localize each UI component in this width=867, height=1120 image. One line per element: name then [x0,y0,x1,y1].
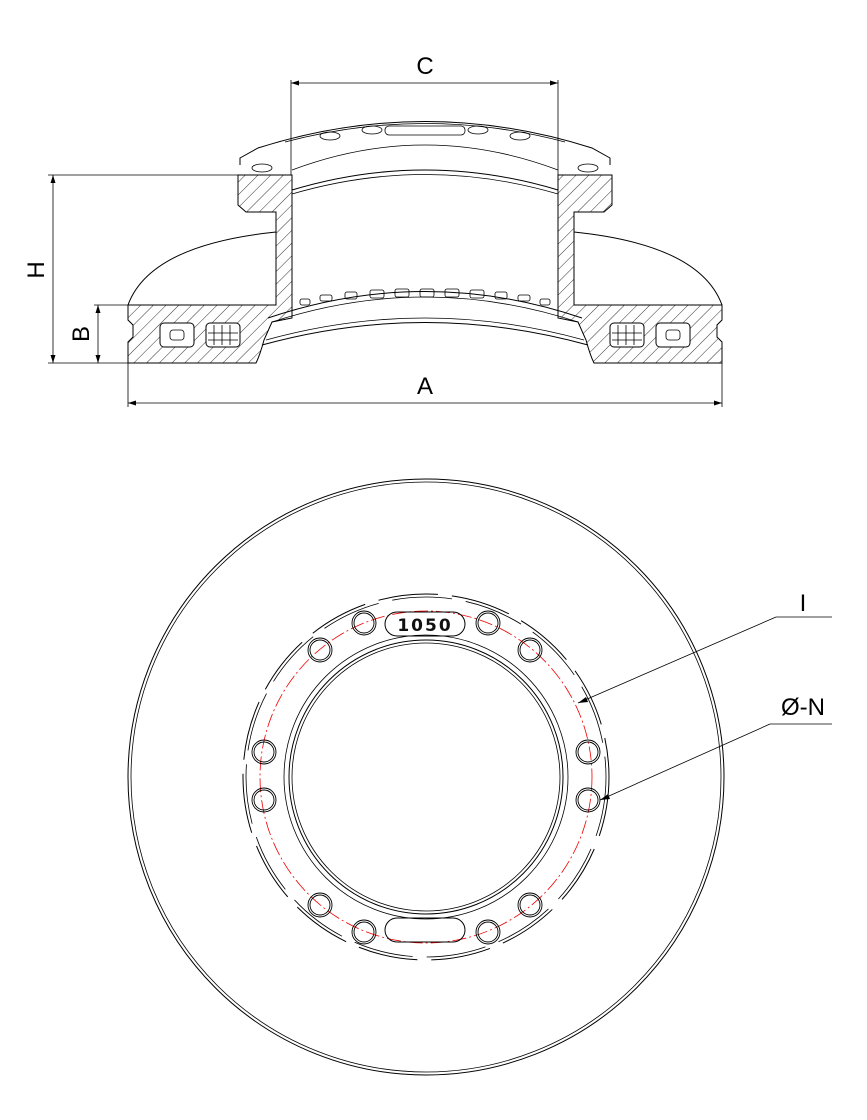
dimension-C: C [290,53,559,175]
label-I: I [800,590,807,617]
bolt-hole [351,610,377,636]
disc-outer-edge [127,478,725,1076]
disc-top-surface-right [573,231,723,306]
bolt-hole [519,894,541,916]
dim-label-B: B [68,326,95,342]
bolt-hole [253,789,275,811]
dimension-H: H [23,174,240,364]
bolt-hole [253,741,275,763]
bolt-hole [251,739,277,765]
bolt-hole [309,639,331,661]
dimension-A: A [127,363,723,407]
disc-top-surface-left [127,231,277,306]
hub-seat [283,634,569,920]
bolt-hole [351,919,377,945]
bolt-hole [477,921,499,943]
section-vane-pockets [159,322,691,348]
bolt-hole [307,637,333,663]
bolt-hole [251,787,277,813]
bolt-hole [475,919,501,945]
dim-label-C: C [416,53,433,80]
bolt-hole [309,894,331,916]
bolt-hole [517,892,543,918]
bolt-circle [259,610,593,944]
bolt-hole [575,787,601,813]
bolt-hole [353,612,375,634]
hub-flange-outline [242,593,610,961]
dim-label-H: H [23,261,50,278]
bolt-hole [477,612,499,634]
bottom-slot [384,917,466,943]
bolt-hole [353,921,375,943]
dim-label-A: A [417,373,433,400]
stamp-text: 1050 [397,616,452,636]
bolt-holes [251,610,601,945]
bolt-hole [517,637,543,663]
bore-bottom-arc [261,322,589,346]
bore-top-edge [291,169,559,191]
center-bore [288,639,564,915]
bolt-hole [519,639,541,661]
vane-ring [267,291,583,319]
section-right [557,174,723,364]
bolt-hole [575,739,601,765]
bolt-hole [307,892,333,918]
label-diameter-N: Ø-N [781,694,825,721]
flange-holes [251,125,599,173]
section-left [127,174,293,364]
hub-flange-top [239,121,611,165]
section-view: C H B A [23,53,723,407]
dimension-B: B [68,304,128,363]
leader-I: I [577,590,832,704]
bolt-hole [475,610,501,636]
plan-view: 1050 I Ø-N [127,478,832,1076]
leader-N: Ø-N [599,694,832,801]
bolt-hole [577,741,599,763]
bolt-hole [577,789,599,811]
stamp-slot [384,611,466,637]
cooling-vanes [299,288,551,306]
